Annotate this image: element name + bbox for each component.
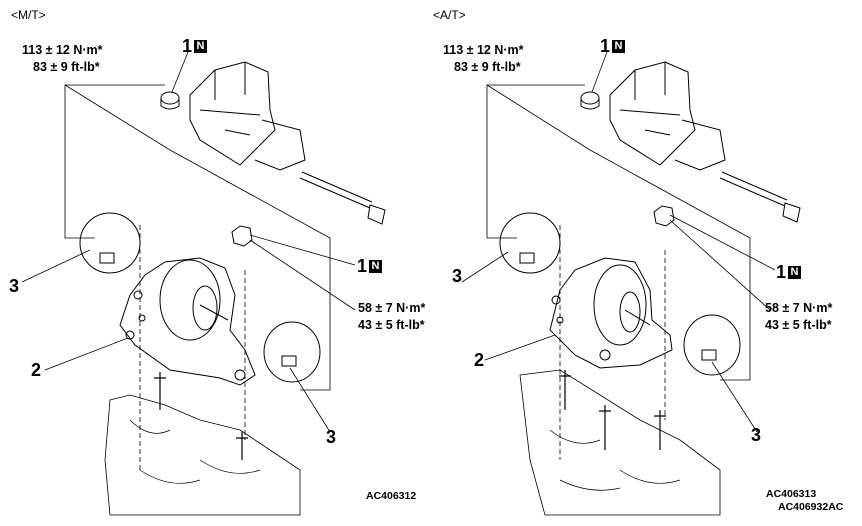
right-assembly-art bbox=[486, 61, 801, 516]
n-badge-icon: N bbox=[788, 266, 802, 279]
n-badge-icon: N bbox=[369, 260, 383, 273]
right-figure-code: AC406313 AC406932AC bbox=[766, 488, 843, 514]
right-callout-3-right: 3 bbox=[751, 425, 762, 445]
left-torque-mid: 58 ± 7 N·m* 43 ± 5 ft-lb* bbox=[358, 300, 425, 334]
callout-number: 1 bbox=[357, 256, 368, 276]
right-torque-top-ftlb: 83 ± 9 ft-lb* bbox=[454, 60, 521, 74]
n-badge-icon: N bbox=[194, 40, 208, 53]
left-panel-header: <M/T> bbox=[11, 8, 46, 22]
right-torque-mid-nm: 58 ± 7 N·m* bbox=[765, 301, 833, 315]
callout-number: 1 bbox=[182, 36, 193, 56]
right-panel-header: <A/T> bbox=[433, 8, 466, 22]
left-torque-top-ftlb: 83 ± 9 ft-lb* bbox=[33, 60, 100, 74]
callout-number: 1 bbox=[776, 262, 787, 282]
left-torque-top: 113 ± 12 N·m* 83 ± 9 ft-lb* bbox=[22, 42, 103, 76]
callout-number: 1 bbox=[600, 36, 611, 56]
right-torque-mid: 58 ± 7 N·m* 43 ± 5 ft-lb* bbox=[765, 300, 832, 334]
right-figure-code-1: AC406313 bbox=[766, 488, 817, 500]
left-assembly-art bbox=[64, 61, 386, 516]
left-callout-3-right: 3 bbox=[326, 427, 337, 447]
n-badge-icon: N bbox=[612, 40, 626, 53]
left-figure-code: AC406312 bbox=[366, 490, 417, 502]
left-callout-2: 2 bbox=[31, 360, 42, 380]
left-torque-mid-nm: 58 ± 7 N·m* bbox=[358, 301, 426, 315]
right-torque-mid-ftlb: 43 ± 5 ft-lb* bbox=[765, 318, 832, 332]
right-figure-code-2: AC406932AC bbox=[778, 501, 844, 513]
left-torque-mid-ftlb: 43 ± 5 ft-lb* bbox=[358, 318, 425, 332]
right-torque-top-nm: 113 ± 12 N·m* bbox=[443, 43, 524, 57]
right-callout-2: 2 bbox=[474, 350, 485, 370]
left-callout-3-left: 3 bbox=[9, 276, 20, 296]
right-torque-top: 113 ± 12 N·m* 83 ± 9 ft-lb* bbox=[443, 42, 524, 76]
right-callout-3-left: 3 bbox=[452, 266, 463, 286]
left-torque-top-nm: 113 ± 12 N·m* bbox=[22, 43, 103, 57]
leader-lines bbox=[21, 51, 776, 433]
